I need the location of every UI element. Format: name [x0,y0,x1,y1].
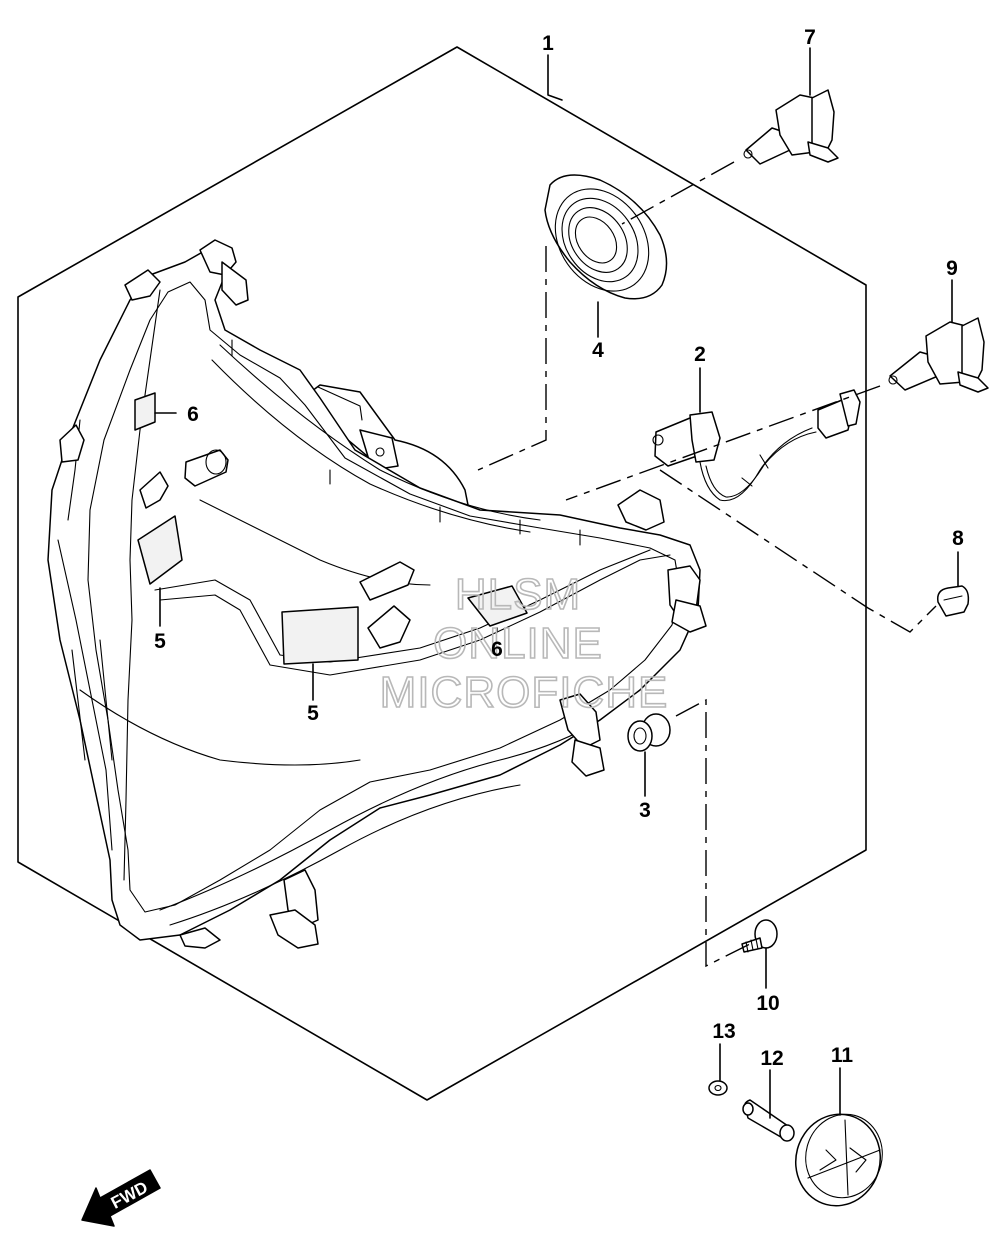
dust-cover [544,174,668,300]
adjuster-pin [742,1099,795,1142]
callout-6-center: 6 [491,638,503,661]
callout-12: 12 [760,1047,783,1070]
label-part-6-left [134,392,156,431]
bulb-socket-harness [652,389,861,502]
headlamp-cap [794,1113,883,1207]
tapping-screw [741,919,778,953]
callout-5-center: 5 [307,702,319,725]
callout-labels: 1 7 9 4 2 6 6 5 5 3 8 10 13 12 11 [154,26,964,1070]
watermark-line-3: MICROFICHE [380,668,669,717]
rubber-grommet [627,713,671,752]
callout-10: 10 [756,992,779,1015]
leader-lines [154,47,959,1119]
callout-9: 9 [946,257,958,280]
label-part-5-center [281,606,359,665]
headlamp-bulb-high [743,89,839,165]
assembly-frame [17,46,867,1101]
label-part-5-left [137,515,183,585]
position-lamp-bulb [936,585,970,617]
watermark-line-2: ONLINE [433,619,603,668]
callout-11: 11 [831,1044,854,1067]
callout-7: 7 [804,26,816,49]
callout-8: 8 [952,527,964,550]
headlamp-housing [47,239,707,949]
forward-direction-indicator: FWD [81,1169,161,1227]
label-part-6-center [467,585,528,627]
callout-5-left: 5 [154,630,166,653]
callout-6-left: 6 [187,403,199,426]
assembly-center-lines [477,161,937,968]
callout-13: 13 [712,1020,735,1043]
watermark: HLSM ONLINE MICROFICHE [379,569,669,718]
callout-1: 1 [542,32,554,55]
headlamp-bulb-low [888,317,989,393]
watermark-line-1: HLSM [455,570,581,619]
callout-3: 3 [639,799,651,822]
callout-2: 2 [694,343,706,366]
washer [708,1080,728,1096]
callout-4: 4 [592,339,604,362]
